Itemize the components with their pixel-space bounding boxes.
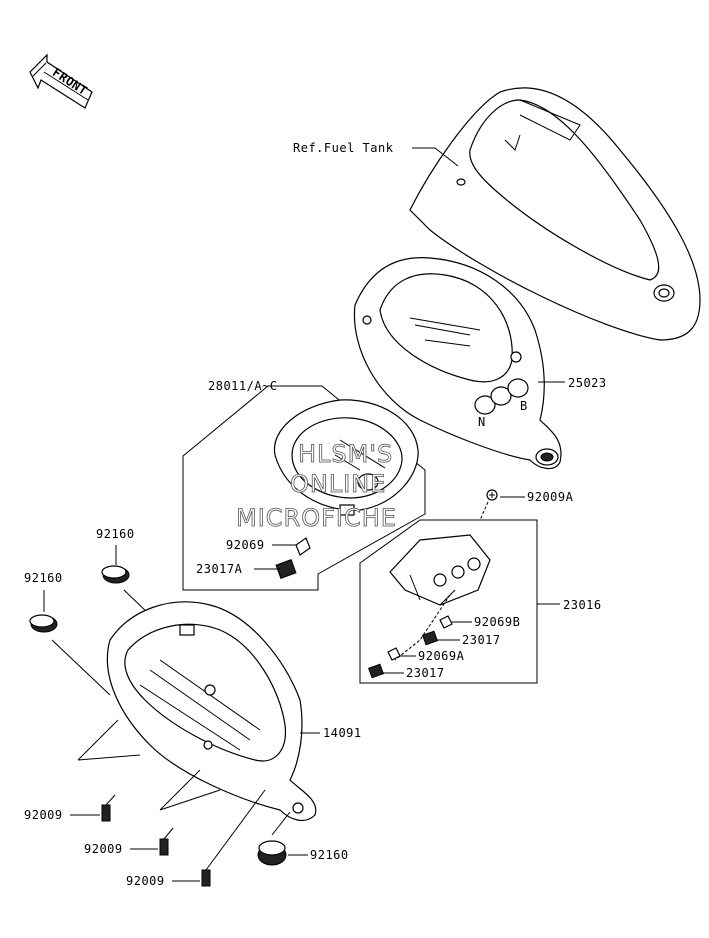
- group-outline-28011: [182, 385, 426, 591]
- label-92160-bottom: 92160: [310, 848, 349, 862]
- label-92160-upper: 92160: [96, 527, 135, 541]
- group-outline-23016: [359, 519, 538, 684]
- grommet-92160-bottom: [257, 840, 287, 866]
- socket-23017-upper: [422, 630, 438, 646]
- front-arrow-icon: FRONT: [29, 53, 93, 109]
- label-92069A: 92069A: [418, 649, 465, 663]
- label-23017-upper: 23017: [462, 633, 501, 647]
- meter-assembly-25023: N B: [353, 257, 562, 470]
- leader-lines-92009: [77, 719, 221, 811]
- label-92009-1: 92009: [24, 808, 63, 822]
- label-92009-3: 92009: [126, 874, 165, 888]
- screw-92009-3: [201, 789, 266, 887]
- label-92160-left: 92160: [24, 571, 63, 585]
- meter-b-label: B: [520, 399, 528, 413]
- label-ref-fuel-tank: Ref.Fuel Tank: [293, 141, 394, 155]
- grommet-92160-upper: [101, 565, 130, 584]
- meter-gauge-28011: [273, 399, 419, 516]
- bulb-92069A: [387, 647, 401, 661]
- label-23017A: 23017A: [196, 562, 243, 576]
- label-23016: 23016: [563, 598, 602, 612]
- lower-cover-14091: [106, 601, 317, 822]
- screw-92009A: [486, 489, 498, 501]
- watermark-line1: HLSM'S: [298, 440, 393, 468]
- label-23017-lower: 23017: [406, 666, 445, 680]
- watermark: HLSM'S ONLINE MICROFICHE: [236, 440, 397, 533]
- label-25023: 25023: [568, 376, 607, 390]
- screw-92009-2: [159, 827, 174, 856]
- indicator-housing-23016: [389, 534, 491, 606]
- screw-92009-1: [101, 794, 116, 822]
- label-28011: 28011/A~C: [208, 379, 278, 393]
- watermark-line3: MICROFICHE: [236, 504, 397, 532]
- label-92069B: 92069B: [474, 615, 520, 629]
- watermark-line2: ONLINE: [290, 470, 386, 498]
- socket-23017A: [275, 559, 297, 579]
- label-14091: 14091: [323, 726, 362, 740]
- socket-23017-lower: [368, 663, 384, 679]
- fuel-tank-cover: [409, 87, 701, 341]
- label-92009A: 92009A: [527, 490, 574, 504]
- label-92069: 92069: [226, 538, 265, 552]
- bulb-92069B: [439, 615, 453, 629]
- bulb-92069: [295, 537, 311, 556]
- meter-n-label: N: [478, 415, 486, 429]
- label-92009-2: 92009: [84, 842, 123, 856]
- grommet-92160-left: [29, 614, 58, 633]
